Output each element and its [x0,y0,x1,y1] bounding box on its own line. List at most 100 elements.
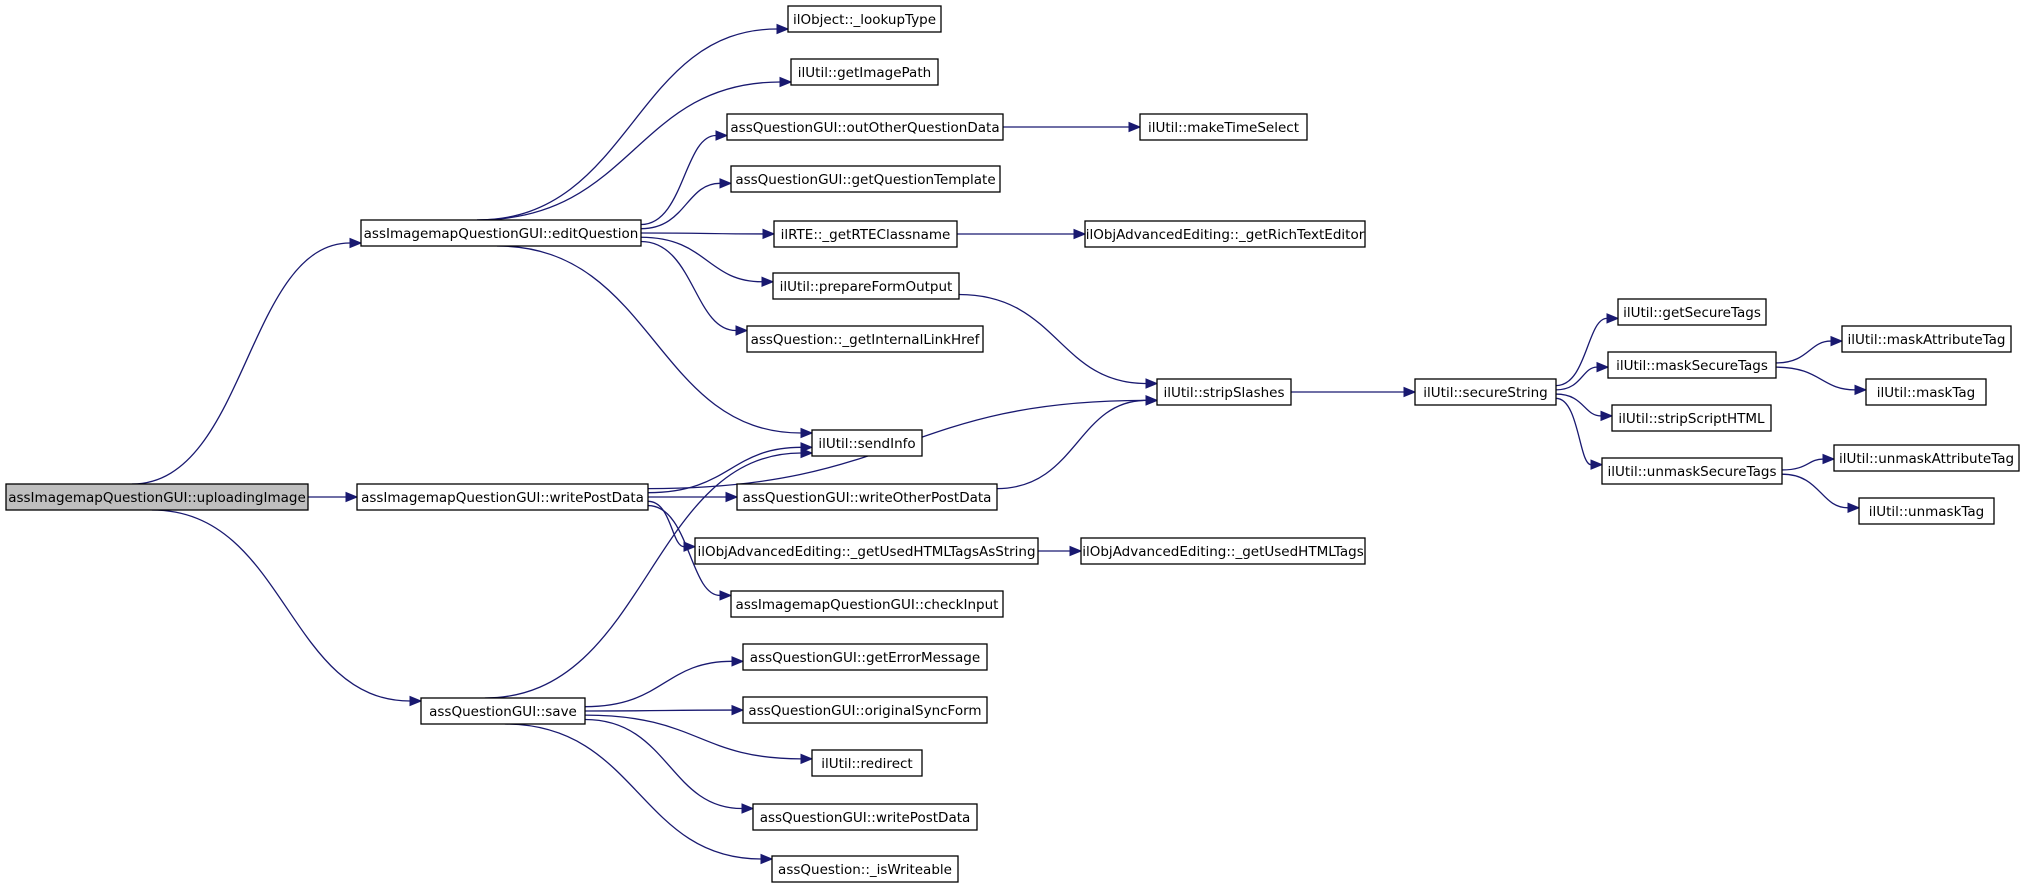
node-box [1080,537,1366,565]
node-box [811,749,923,777]
node-origsync[interactable]: assQuestionGUI::originalSyncForm [742,696,988,724]
node-label: assImagemapQuestionGUI::editQuestion [364,226,639,242]
edge-masksec-to-maskattr [1775,335,1844,364]
edge-wpd-to-usedstr [647,500,697,552]
arrowhead-icon [409,695,423,707]
node-label: ilUtil::maskAttributeTag [1847,332,2005,348]
edge-usedstr-to-usedtags [1038,545,1083,557]
node-prepform[interactable]: ilUtil::prepareFormOutput [772,272,960,300]
node-timesel[interactable]: ilUtil::makeTimeSelect [1139,113,1308,141]
edge-line [584,660,733,708]
edge-line [584,709,733,712]
edge-line [1781,458,1824,471]
edge-unmasksec-to-unmasktag [1781,473,1861,514]
edge-strip-to-secstr [1291,386,1417,398]
node-maskattr[interactable]: ilUtil::maskAttributeTag [1841,325,2012,353]
arrowhead-icon [349,237,363,249]
edge-line [640,240,737,332]
node-label: ilUtil::maskTag [1877,385,1975,401]
edge-save-to-iswrite [504,723,774,865]
arrowhead-icon [731,656,745,667]
arrowhead-icon [719,590,733,601]
node-box [742,643,988,671]
edge-save-to-origsync [584,704,745,716]
node-wopd[interactable]: assQuestionGUI::writeOtherPostData [736,483,998,511]
node-usedtags[interactable]: ilObjAdvancedEditing::_getUsedHTMLTags [1080,537,1366,565]
node-iswrite[interactable]: assQuestion::_isWriteable [771,855,959,883]
node-richtext[interactable]: ilObjAdvancedEditing::_getRichTextEditor [1084,220,1366,248]
edge-save-to-errmsg [584,656,745,708]
node-box [773,220,958,248]
node-label: ilObjAdvancedEditing::_getRichTextEditor [1086,227,1365,243]
arrowhead-icon [1145,395,1159,406]
edge-wopd-to-strip [996,395,1159,490]
node-outother[interactable]: assQuestionGUI::outOtherQuestionData [726,113,1004,141]
edge-line [584,718,743,810]
node-masktag[interactable]: ilUtil::maskTag [1865,378,1987,406]
node-redirect[interactable]: ilUtil::redirect [811,749,923,777]
node-box [1841,325,2012,353]
edge-line [647,504,721,597]
arrowhead-icon [1073,228,1087,240]
node-box [730,590,1004,618]
arrowhead-icon [1590,459,1604,470]
node-box [1084,220,1366,248]
node-edit[interactable]: assImagemapQuestionGUI::editQuestion [360,219,642,247]
node-strip[interactable]: ilUtil::stripSlashes [1156,378,1292,406]
node-save[interactable]: assQuestionGUI::save [420,697,586,725]
edge-secstr-to-unmasksec [1555,397,1604,470]
node-box [746,325,984,353]
node-sendinfo[interactable]: ilUtil::sendInfo [811,429,923,457]
node-label: assImagemapQuestionGUI::writePostData [361,490,644,506]
node-box [787,5,942,33]
node-label: ilUtil::unmaskAttributeTag [1839,451,2014,467]
node-unmasksec[interactable]: ilUtil::unmaskSecureTags [1601,457,1783,485]
node-unmaskattr[interactable]: ilUtil::unmaskAttributeTag [1833,444,2020,472]
node-box [1414,378,1557,406]
edge-unmasksec-to-unmaskattr [1781,453,1836,471]
node-label: ilUtil::secureString [1423,385,1547,401]
node-box [420,697,586,725]
node-masksec[interactable]: ilUtil::maskSecureTags [1607,351,1777,379]
node-secstr[interactable]: ilUtil::secureString [1414,378,1557,406]
node-box [1858,497,1995,525]
node-qtpl[interactable]: assQuestionGUI::getQuestionTemplate [730,165,1001,193]
node-label: ilUtil::stripSlashes [1164,385,1285,401]
node-box [736,483,998,511]
node-lookup[interactable]: ilObject::_lookupType [787,5,942,33]
edge-line [1555,317,1608,387]
node-label: ilUtil::maskSecureTags [1616,358,1768,374]
node-rte[interactable]: ilRTE::_getRTEClassname [773,220,958,248]
node-intlink[interactable]: assQuestion::_getInternalLinkHref [746,325,984,353]
arrowhead-icon [1847,502,1861,514]
node-label: assQuestionGUI::writePostData [760,810,971,826]
edge-prepform-to-strip [958,293,1159,389]
node-label: assQuestionGUI::originalSyncForm [748,703,981,719]
node-qwpd[interactable]: assQuestionGUI::writePostData [752,803,978,831]
edge-secstr-to-stripscript [1555,393,1614,422]
node-label: ilUtil::unmaskTag [1869,504,1985,520]
node-root[interactable]: assImagemapQuestionGUI::uploadingImage [5,483,309,511]
node-box [752,803,978,831]
arrowhead-icon [1403,386,1417,398]
node-usedstr[interactable]: ilObjAdvancedEditing::_getUsedHTMLTagsAs… [694,537,1039,565]
node-unmasktag[interactable]: ilUtil::unmaskTag [1858,497,1995,525]
node-stripscript[interactable]: ilUtil::stripScriptHTML [1611,404,1772,432]
arrowhead-icon [715,130,729,141]
edge-root-to-save [151,509,423,707]
edge-line [1775,340,1832,364]
node-label: ilUtil::stripScriptHTML [1618,411,1765,427]
edge-line [131,242,351,485]
node-box [1601,457,1783,485]
node-box [771,855,959,883]
node-label: assQuestionGUI::getErrorMessage [750,650,980,666]
node-imgpath[interactable]: ilUtil::getImagePath [790,58,939,86]
edge-outother-to-timesel [1003,121,1142,133]
node-label: assImagemapQuestionGUI::uploadingImage [8,490,306,506]
node-getsec[interactable]: ilUtil::getSecureTags [1617,298,1767,326]
node-wpd[interactable]: assImagemapQuestionGUI::writePostData [356,483,649,511]
node-errmsg[interactable]: assQuestionGUI::getErrorMessage [742,643,988,671]
edge-save-to-qwpd [584,718,755,814]
node-checkinput[interactable]: assImagemapQuestionGUI::checkInput [730,590,1004,618]
